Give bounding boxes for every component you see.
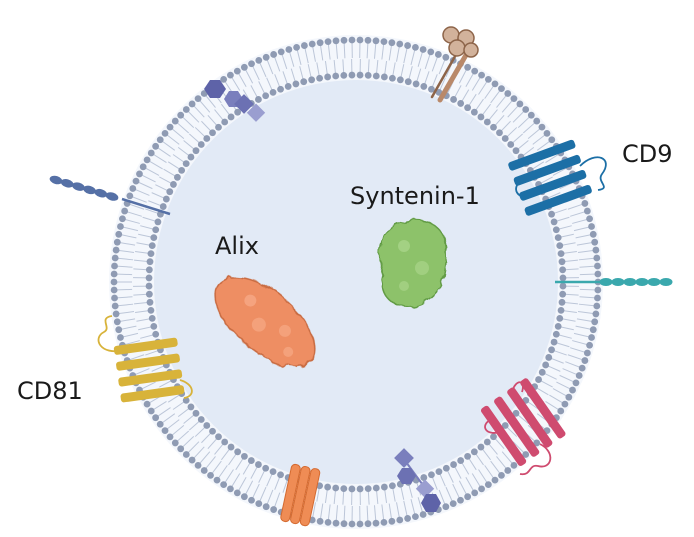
alix-label: Alix <box>215 232 259 260</box>
syntenin-1-protein <box>380 220 447 306</box>
cd9-label: CD9 <box>622 140 673 168</box>
syntenin-1-label: Syntenin-1 <box>350 182 480 210</box>
vesicle <box>109 35 603 529</box>
cd81-label: CD81 <box>17 377 83 405</box>
